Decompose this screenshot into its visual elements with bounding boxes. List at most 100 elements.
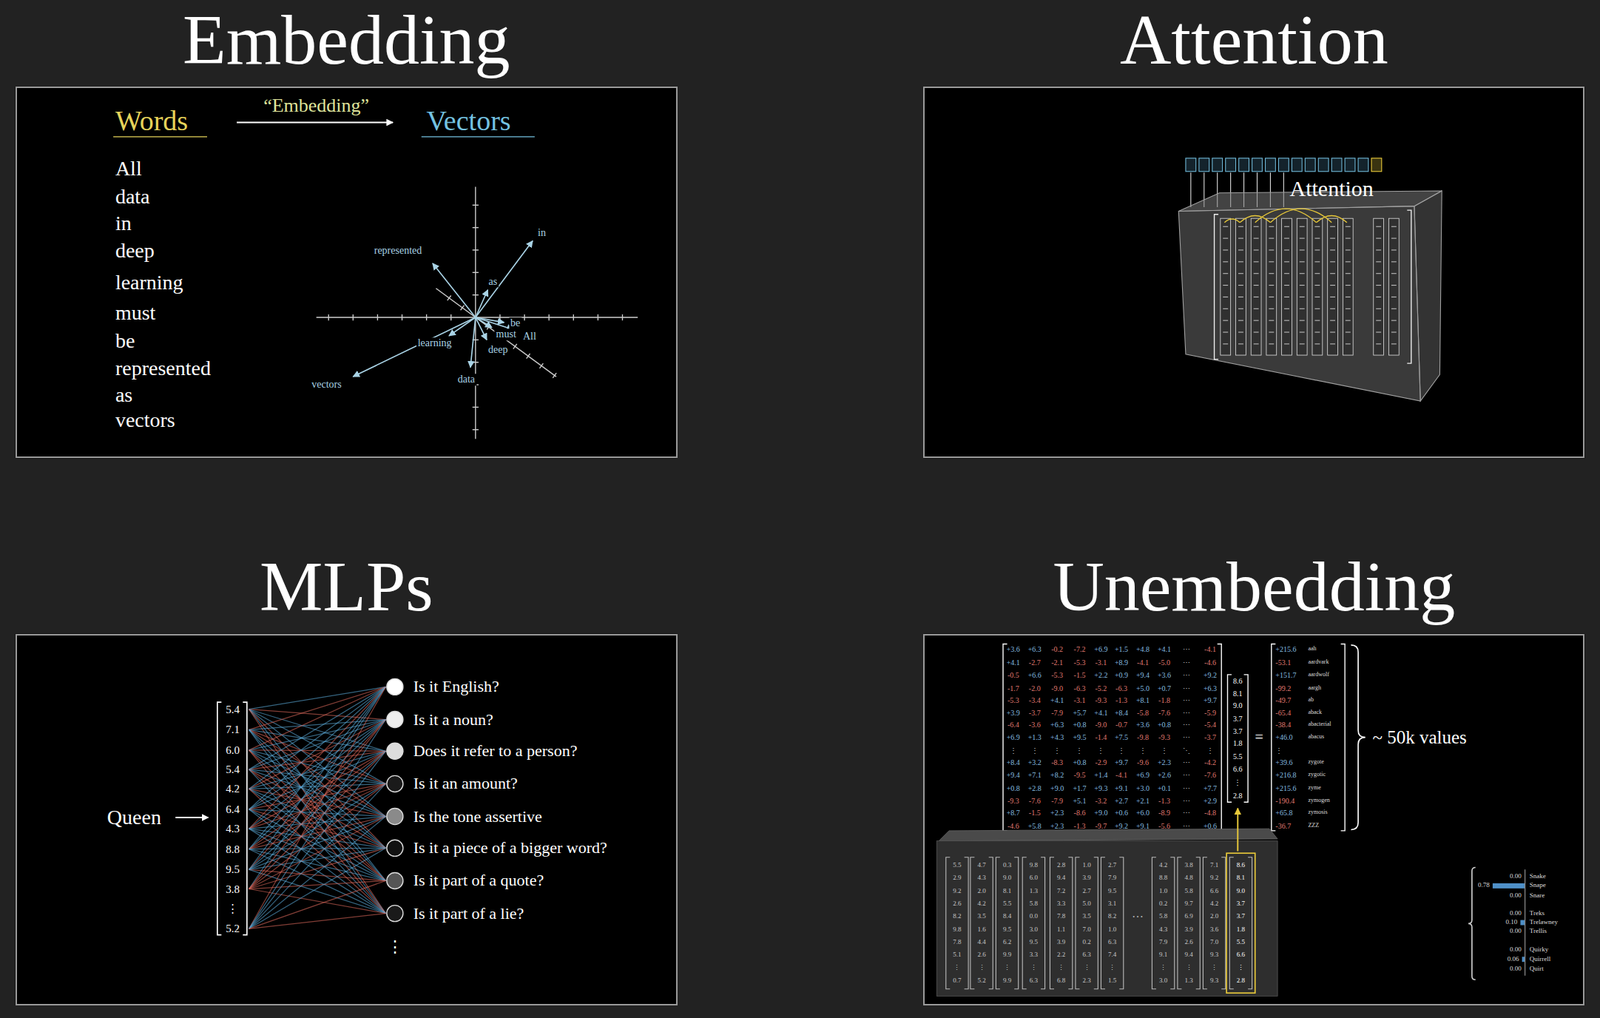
entry-mark <box>1314 226 1320 228</box>
weight-line <box>249 750 387 870</box>
vector-entry: 8.6 <box>1233 676 1243 685</box>
token-label: Trellis <box>1529 927 1547 935</box>
context-entry: 6.3 <box>1108 938 1117 947</box>
entry-mark <box>1314 320 1320 322</box>
entry-mark <box>1375 261 1382 262</box>
matrix-bracket <box>1221 857 1226 989</box>
context-entry: 3.6 <box>1210 926 1219 934</box>
matrix-entry: -5.4 <box>1204 720 1217 729</box>
axis-tick <box>327 314 329 321</box>
attention-arc <box>1316 215 1348 222</box>
token-label: zyme <box>1307 784 1321 792</box>
entry-mark <box>1299 249 1305 251</box>
entry-mark <box>1284 284 1290 286</box>
attention-arc <box>1239 215 1271 222</box>
matrix-entry: ⋯ <box>1182 670 1191 679</box>
context-entry: 7.9 <box>1159 938 1168 947</box>
token-label: aardwolf <box>1307 670 1329 678</box>
question-label: Is it part of a lie? <box>413 904 525 923</box>
matrix-bracket <box>988 857 994 989</box>
panel-ground <box>923 86 1585 458</box>
token-label: aah <box>1307 645 1316 653</box>
vector-entry: 6.0 <box>225 744 240 757</box>
matrix-entry: +9.1 <box>1136 821 1150 830</box>
axis <box>474 186 476 439</box>
entry-mark <box>1391 238 1397 239</box>
context-entry: 9.5 <box>1003 926 1012 934</box>
entry-mark <box>1222 296 1228 298</box>
token-label: abacterial <box>1307 721 1331 728</box>
weight-line <box>249 719 387 890</box>
logit-value: -36.7 <box>1275 821 1291 830</box>
axis-tick <box>472 294 479 296</box>
token-tile <box>1278 158 1289 172</box>
entry-mark <box>1268 226 1274 228</box>
matrix-entry: +9.3 <box>1094 783 1108 792</box>
context-box <box>936 841 1278 997</box>
context-entry: 1.3 <box>1029 887 1038 896</box>
matrix-bracket <box>1229 857 1234 989</box>
axis-tick <box>401 314 403 321</box>
matrix-entry: +9.0 <box>1094 808 1108 817</box>
embedding-column <box>1327 218 1339 356</box>
context-entry: 3.0 <box>1029 926 1038 934</box>
entry-mark <box>1345 320 1351 322</box>
context-entry: 3.9 <box>1184 926 1193 934</box>
matrix-entry: -1.4 <box>1095 732 1108 741</box>
matrix-entry: -5.3 <box>1051 670 1063 679</box>
matrix-entry: +4.8 <box>1136 645 1150 654</box>
context-entry: 2.7 <box>1082 887 1092 896</box>
entry-mark <box>1345 331 1351 333</box>
weight-line <box>249 709 387 881</box>
context-entry: 9.3 <box>1210 977 1219 985</box>
context-entry: 9.5 <box>1108 887 1117 896</box>
ellipsis: ⋯ <box>1131 909 1144 924</box>
context-entry: 9.3 <box>1210 952 1219 960</box>
probability-bar <box>1520 920 1525 926</box>
logit-value: +39.6 <box>1275 758 1293 767</box>
matrix-entry: +3.6 <box>1157 670 1171 679</box>
matrix-entry: -3.1 <box>1095 658 1108 667</box>
weight-line <box>249 686 387 889</box>
axis-tick <box>526 353 531 359</box>
matrix-entry: -4.1 <box>1204 645 1217 654</box>
entry-mark <box>1253 226 1259 228</box>
entry-mark <box>1330 331 1336 333</box>
word-vector <box>475 241 533 318</box>
vector-label: as <box>486 275 499 288</box>
token-label: zygotic <box>1307 771 1326 779</box>
matrix-entry: +8.1 <box>1136 696 1150 705</box>
vector-entry: 4.2 <box>225 782 240 796</box>
context-entry: 2.0 <box>977 887 986 896</box>
entry-mark <box>1375 308 1382 310</box>
context-entry: 6.8 <box>1057 977 1066 985</box>
matrix-entry: +4.3 <box>1050 732 1064 741</box>
entry-mark <box>1238 272 1244 274</box>
token-tile <box>1291 158 1302 172</box>
weight-line <box>249 709 387 914</box>
embedding-column <box>1266 218 1277 356</box>
entry-mark <box>1314 296 1320 298</box>
context-entry: 5.0 <box>1082 900 1092 908</box>
entry-mark <box>1330 343 1336 344</box>
entry-mark <box>1345 296 1351 298</box>
word-vector <box>470 317 476 368</box>
probability-value: 0.06 <box>1507 955 1520 964</box>
entry-mark <box>1345 284 1351 286</box>
weight-line <box>249 719 387 810</box>
entry-mark <box>1299 320 1305 322</box>
attention-arc <box>1255 208 1317 223</box>
matrix-entry: +6.6 <box>1028 670 1042 679</box>
context-entry: 0.2 <box>1082 938 1092 947</box>
probability-value: 0.00 <box>1509 872 1522 881</box>
entry-mark <box>1284 331 1290 333</box>
matrix-entry: +6.9 <box>1094 645 1108 654</box>
matrix-entry: +5.8 <box>1028 821 1042 830</box>
context-entry: 5.2 <box>977 977 986 985</box>
axis-tick <box>548 314 549 321</box>
matrix-entry: +5.0 <box>1136 683 1150 692</box>
underline <box>113 136 208 137</box>
context-entry: 7.0 <box>1082 926 1092 934</box>
weight-line <box>249 719 387 850</box>
entry-mark <box>1253 238 1259 239</box>
